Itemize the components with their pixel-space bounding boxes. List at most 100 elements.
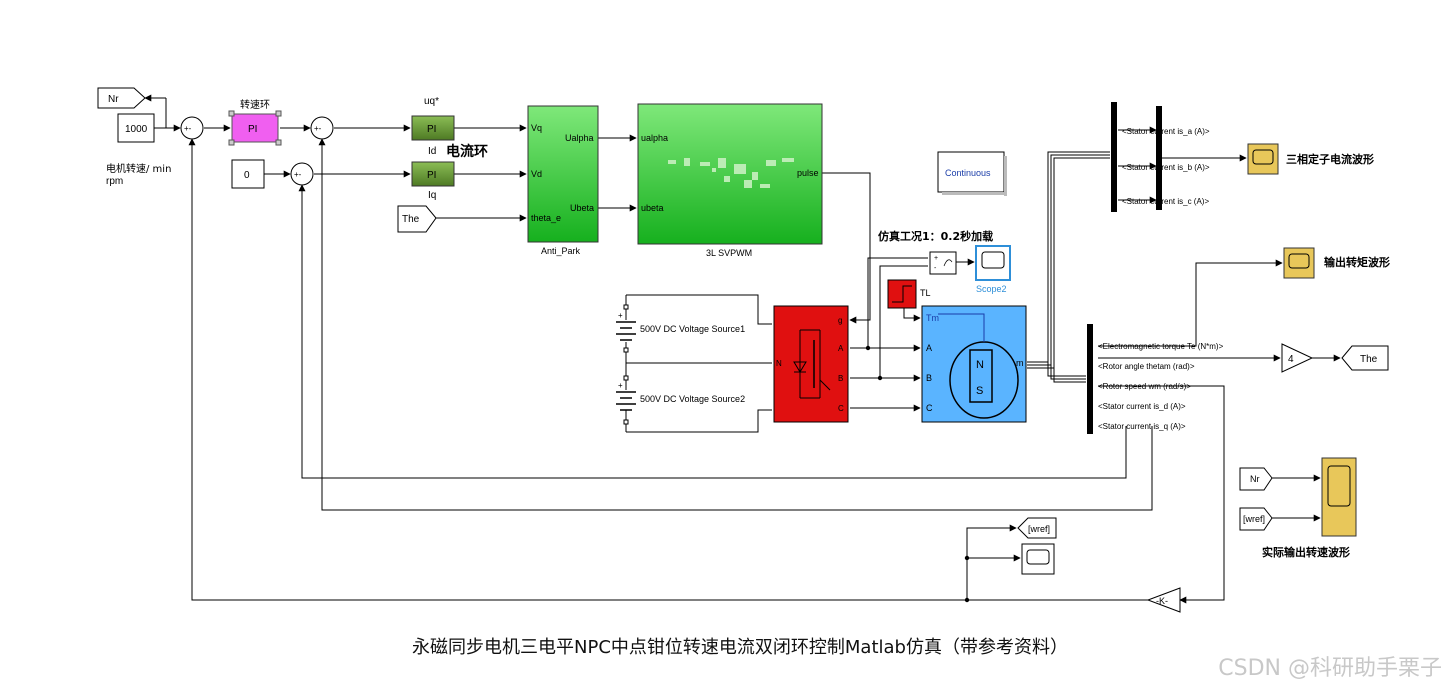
svg-text:g: g xyxy=(838,316,842,325)
svg-text:Tm: Tm xyxy=(926,313,939,323)
stator-is-a-label: <Stator current is_a (A)> xyxy=(1122,127,1210,136)
stator-current-bus-selector[interactable] xyxy=(1111,102,1162,212)
current-pi-ud[interactable]: PI xyxy=(411,161,455,187)
plus-sign: + xyxy=(618,311,623,320)
plus-sign: + xyxy=(934,255,938,262)
svpwm-subsystem[interactable]: ualpha ubeta pulse xyxy=(637,103,823,245)
pmsm-machine[interactable]: Tm A B C m N S xyxy=(921,305,1027,423)
stator-is-b-label: <Stator current is_b (A)> xyxy=(1122,163,1210,172)
svg-text:+-: +- xyxy=(294,170,302,179)
three-phase-current-scope[interactable] xyxy=(1247,143,1279,175)
svg-text:Vd: Vd xyxy=(531,169,542,179)
svg-text:[wref]: [wref] xyxy=(1243,514,1265,524)
measurement-bus-selector[interactable] xyxy=(1087,324,1093,434)
svg-text:+-: +- xyxy=(184,124,192,133)
from-the-tag[interactable]: The xyxy=(397,205,437,233)
pole-pair-gain[interactable]: 4 xyxy=(1281,343,1314,373)
svg-text:A: A xyxy=(838,344,844,353)
sim-case-label: 仿真工况1：0.2秒加载 xyxy=(878,229,993,243)
svg-text:PI: PI xyxy=(427,170,436,181)
svg-text:4: 4 xyxy=(1288,354,1294,365)
svg-text:ualpha: ualpha xyxy=(641,133,668,143)
speed-loop-title: 转速环 xyxy=(240,98,270,111)
dc-source1-label: 500V DC Voltage Source1 xyxy=(640,324,745,334)
svpwm-inner-preview xyxy=(668,158,794,188)
svg-text:Ualpha: Ualpha xyxy=(565,133,594,143)
from-nr-tag[interactable]: Nr xyxy=(1239,467,1273,491)
load-torque-step[interactable] xyxy=(887,279,917,309)
iq-error-sum[interactable]: +- xyxy=(310,116,334,140)
scope2-block[interactable] xyxy=(975,245,1011,281)
svg-text:0: 0 xyxy=(244,170,250,181)
tl-label: TL xyxy=(920,288,931,298)
anti-park-subsystem[interactable]: Vq Vd theta_e Ualpha Ubeta xyxy=(527,105,599,243)
svg-text:Continuous: Continuous xyxy=(945,168,991,178)
plus-sign: + xyxy=(618,381,623,390)
current-loop-title: 电流环 xyxy=(446,143,488,160)
svg-text:+-: +- xyxy=(314,124,322,133)
svg-text:The: The xyxy=(1360,354,1378,365)
svg-text:Ubeta: Ubeta xyxy=(570,203,594,213)
svg-text:The: The xyxy=(402,214,420,225)
torque-scope-label: 输出转矩波形 xyxy=(1324,255,1390,269)
stator-is-c-label: <Stator current is_c (A)> xyxy=(1122,197,1209,206)
speed-scope-label: 实际输出转速波形 xyxy=(1262,545,1350,559)
goto-wref-tag[interactable]: [wref] xyxy=(1017,517,1057,539)
motor-speed-label: 电机转速/ min xyxy=(106,162,171,175)
svg-text:-K-: -K- xyxy=(1156,596,1168,606)
meas-torque-label: <Electromagnetic torque Te (N*m)> xyxy=(1098,342,1224,351)
svg-text:Nr: Nr xyxy=(108,94,119,105)
svg-text:1000: 1000 xyxy=(125,124,148,135)
dc-voltage-source-2[interactable]: + xyxy=(616,375,636,425)
speed-reference-constant[interactable]: 1000 xyxy=(117,113,155,143)
iq-label: Iq xyxy=(428,190,436,201)
id-reference-constant[interactable]: 0 xyxy=(231,159,265,189)
dc-source2-label: 500V DC Voltage Source2 xyxy=(640,394,745,404)
minus-sign: - xyxy=(934,265,937,272)
from-wref-tag[interactable]: [wref] xyxy=(1239,507,1273,531)
speed-compare-scope[interactable] xyxy=(1321,457,1357,537)
svpwm-title: 3L SVPWM xyxy=(706,248,752,258)
line-voltage-sum[interactable]: + - xyxy=(929,251,957,275)
svg-text:PI: PI xyxy=(427,124,436,135)
svg-text:pulse: pulse xyxy=(797,168,819,178)
speed-conversion-gain[interactable]: -K- xyxy=(1146,587,1181,613)
meas-angle-label: <Rotor angle thetam (rad)> xyxy=(1098,362,1195,371)
svg-text:B: B xyxy=(926,373,932,383)
npc-inverter-bridge[interactable]: g A N B C xyxy=(773,305,849,423)
powergui-continuous[interactable]: Continuous xyxy=(937,151,1007,196)
svg-text:theta_e: theta_e xyxy=(531,213,561,223)
svg-text:ubeta: ubeta xyxy=(641,203,664,213)
uq-label: uq* xyxy=(424,96,439,107)
watermark: CSDN @科研助手栗子 xyxy=(1218,656,1442,681)
svg-text:m: m xyxy=(1016,358,1024,368)
rpm-label: rpm xyxy=(106,176,123,187)
goto-nr-tag[interactable]: Nr xyxy=(97,87,146,109)
meas-isd-label: <Stator current is_d (A)> xyxy=(1098,402,1186,411)
svg-text:Nr: Nr xyxy=(1250,474,1260,484)
id-error-sum[interactable]: +- xyxy=(290,162,314,186)
signal-wires xyxy=(144,94,1341,604)
wref-scope[interactable] xyxy=(1021,543,1055,575)
scope2-label: Scope2 xyxy=(976,284,1007,294)
svg-text:A: A xyxy=(926,343,932,353)
svg-text:C: C xyxy=(838,404,844,413)
svg-text:[wref]: [wref] xyxy=(1028,524,1050,534)
dc-voltage-source-1[interactable]: + xyxy=(616,304,636,353)
meas-speed-label: <Rotor speed wm (rad/s)> xyxy=(1098,382,1191,391)
svg-text:N: N xyxy=(776,359,782,368)
current-pi-uq[interactable]: PI xyxy=(411,115,455,141)
svg-text:PI: PI xyxy=(248,124,257,135)
svg-text:C: C xyxy=(926,403,933,413)
goto-the-tag[interactable]: The xyxy=(1341,345,1389,371)
meas-isq-label: <Stator current is_q (A)> xyxy=(1098,422,1186,431)
svg-text:N: N xyxy=(976,359,984,371)
speed-pi-controller[interactable]: PI xyxy=(228,110,282,146)
svg-text:Vq: Vq xyxy=(531,123,542,133)
id-label: Id xyxy=(428,146,436,157)
torque-scope[interactable] xyxy=(1283,247,1315,279)
three-phase-scope-label: 三相定子电流波形 xyxy=(1286,152,1374,166)
svg-text:S: S xyxy=(976,385,983,397)
speed-error-sum[interactable]: +- xyxy=(180,116,204,140)
